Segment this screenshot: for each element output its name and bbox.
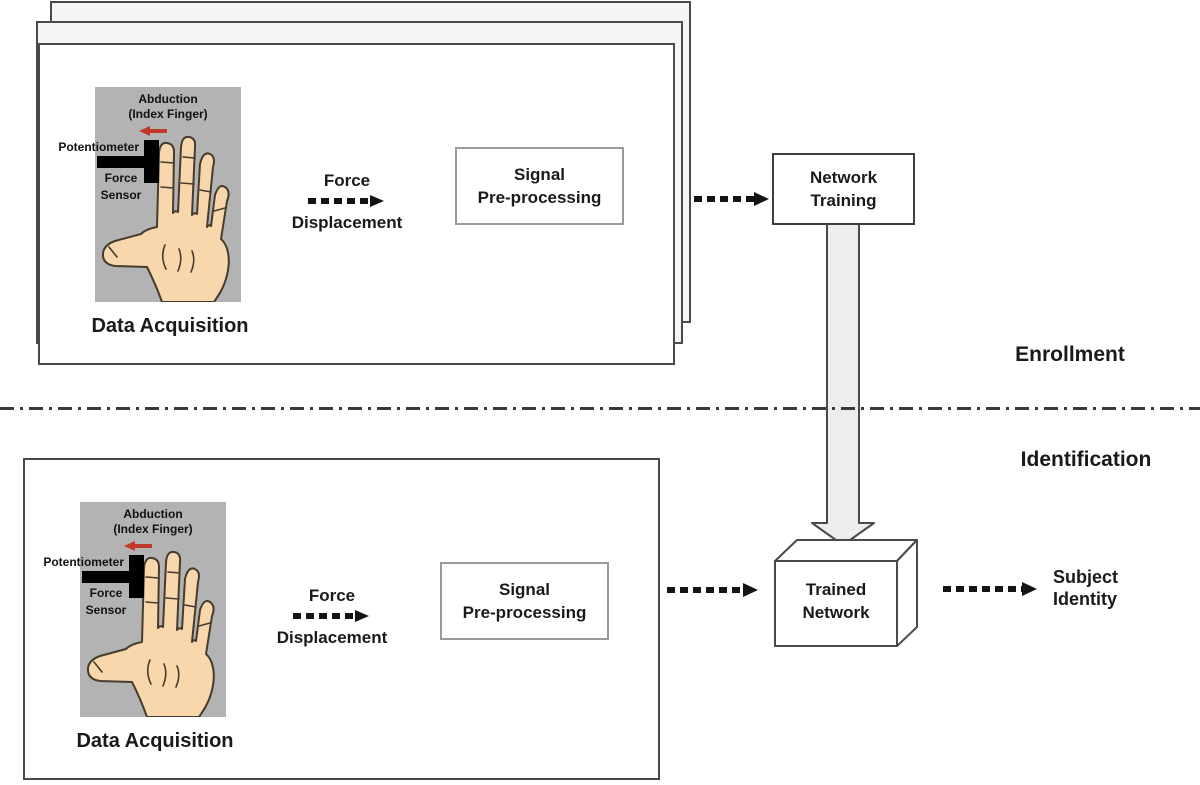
trained-network-3d-box xyxy=(774,539,918,647)
force-sensor-label-line1: Force xyxy=(89,586,123,600)
potentiometer-bar xyxy=(144,140,159,183)
potentiometer-label: Potentiometer xyxy=(58,140,139,154)
potentiometer-bar xyxy=(129,555,144,598)
force-flow-label: Force xyxy=(308,586,356,605)
signal-preprocessing-line2: Pre-processing xyxy=(462,603,587,622)
identification-acquisition-panel: Abduction (Index Finger) Force Sensor Po… xyxy=(23,458,660,780)
force-sensor-label-line1: Force xyxy=(104,171,138,185)
hand-photo: Abduction (Index Finger) Force Sensor xyxy=(95,87,241,302)
data-acquisition-caption: Data Acquisition xyxy=(76,730,234,752)
hand-icon xyxy=(86,550,215,717)
signal-preprocessing-line2: Pre-processing xyxy=(477,188,602,207)
network-training-line1: Network xyxy=(809,168,878,187)
trained-network-line2: Network xyxy=(802,603,870,622)
force-sensor-label-line2: Sensor xyxy=(100,188,142,202)
dashed-arrow-icon xyxy=(667,583,758,597)
dashed-arrow-icon xyxy=(694,192,769,206)
signal-preprocessing-box: Signal Pre-processing xyxy=(440,562,609,640)
subject-identity-line1: Subject xyxy=(1053,567,1119,587)
dashed-arrow-icon xyxy=(943,582,1037,596)
network-training-line2: Training xyxy=(810,191,877,210)
force-flow-label: Force xyxy=(323,171,371,190)
displacement-flow-label: Displacement xyxy=(291,213,403,232)
enrollment-section-label: Enrollment xyxy=(1015,343,1125,366)
force-sensor-bar xyxy=(97,156,159,168)
hand-photo: Abduction (Index Finger) Force Sensor xyxy=(80,502,226,717)
force-sensor-bar xyxy=(82,571,144,583)
subject-identity-label: Subject Identity xyxy=(1053,566,1163,610)
force-sensor-label-line2: Sensor xyxy=(85,603,127,617)
red-left-arrow-icon xyxy=(139,126,167,136)
potentiometer-label: Potentiometer xyxy=(43,555,124,569)
enrollment-acquisition-panel: Abduction (Index Finger) Force Sensor Po… xyxy=(38,43,675,365)
abduction-label-line1: Abduction xyxy=(123,507,183,521)
abduction-label-line2: (Index Finger) xyxy=(113,522,193,536)
network-training-box: Network Training xyxy=(772,153,915,225)
section-divider-line xyxy=(0,407,1200,410)
block-arrow-down-icon xyxy=(811,223,875,546)
hand-icon xyxy=(101,135,230,302)
signal-preprocessing-box: Signal Pre-processing xyxy=(455,147,624,225)
trained-network-label: Trained Network xyxy=(775,578,897,624)
signal-preprocessing-line1: Signal xyxy=(513,165,565,184)
signal-preprocessing-line1: Signal xyxy=(498,580,550,599)
identification-section-label: Identification xyxy=(1020,448,1152,471)
displacement-flow-label: Displacement xyxy=(276,628,388,647)
red-left-arrow-icon xyxy=(124,541,152,551)
subject-identity-line2: Identity xyxy=(1053,589,1118,609)
abduction-label-line2: (Index Finger) xyxy=(128,107,208,121)
dashed-arrow-icon xyxy=(308,195,384,207)
data-acquisition-caption: Data Acquisition xyxy=(91,315,249,337)
trained-network-line1: Trained xyxy=(805,580,867,599)
dashed-arrow-icon xyxy=(293,610,369,622)
abduction-label-line1: Abduction xyxy=(138,92,198,106)
